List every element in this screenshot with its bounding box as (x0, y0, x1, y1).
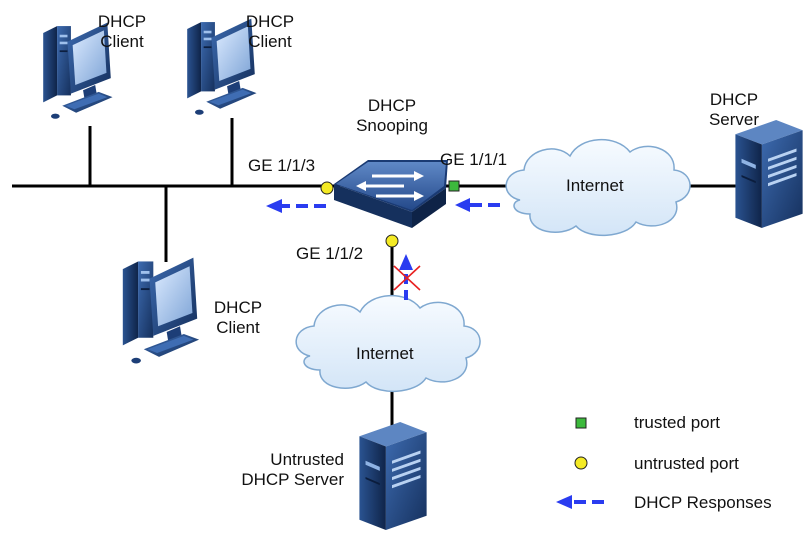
untrusted-server-label: Untrusted DHCP Server (241, 450, 344, 489)
switch-icon (334, 160, 448, 228)
port-label-ge112: GE 1/1/2 (296, 244, 364, 263)
server-label: DHCP Server (708, 90, 760, 129)
desktop-computer-icon (122, 257, 200, 364)
cloud-icon (295, 295, 481, 393)
untrusted-port-ge112 (385, 234, 399, 248)
blocked-dhcp-response-arrow (399, 254, 413, 300)
untrusted-port-ge113 (320, 181, 334, 195)
trusted-port-ge111 (448, 180, 460, 192)
legend-trusted-text: trusted port (634, 413, 720, 432)
link-lines (12, 118, 736, 432)
client-label: DHCP Client (245, 12, 295, 51)
cross-mark-icon (393, 265, 421, 291)
legend-response-arrow-symbol (556, 495, 604, 509)
dhcp-response-arrow (266, 199, 326, 213)
internet-label: Internet (566, 176, 624, 195)
internet-label: Internet (356, 344, 414, 363)
client-label: DHCP Client (213, 298, 263, 337)
server-tower-icon (359, 422, 427, 530)
port-label-ge111: GE 1/1/1 (440, 150, 508, 169)
server-tower-icon (735, 120, 803, 228)
dhcp-response-arrow (455, 198, 500, 212)
port-label-ge113: GE 1/1/3 (248, 156, 316, 175)
snooping-label: DHCP Snooping (356, 96, 428, 135)
legend-untrusted-symbol (574, 456, 588, 470)
legend-response-text: DHCP Responses (634, 493, 772, 512)
cloud-icon (505, 139, 691, 237)
legend-trusted-symbol (575, 417, 587, 429)
client-label: DHCP Client (97, 12, 147, 51)
legend-untrusted-text: untrusted port (634, 454, 739, 473)
